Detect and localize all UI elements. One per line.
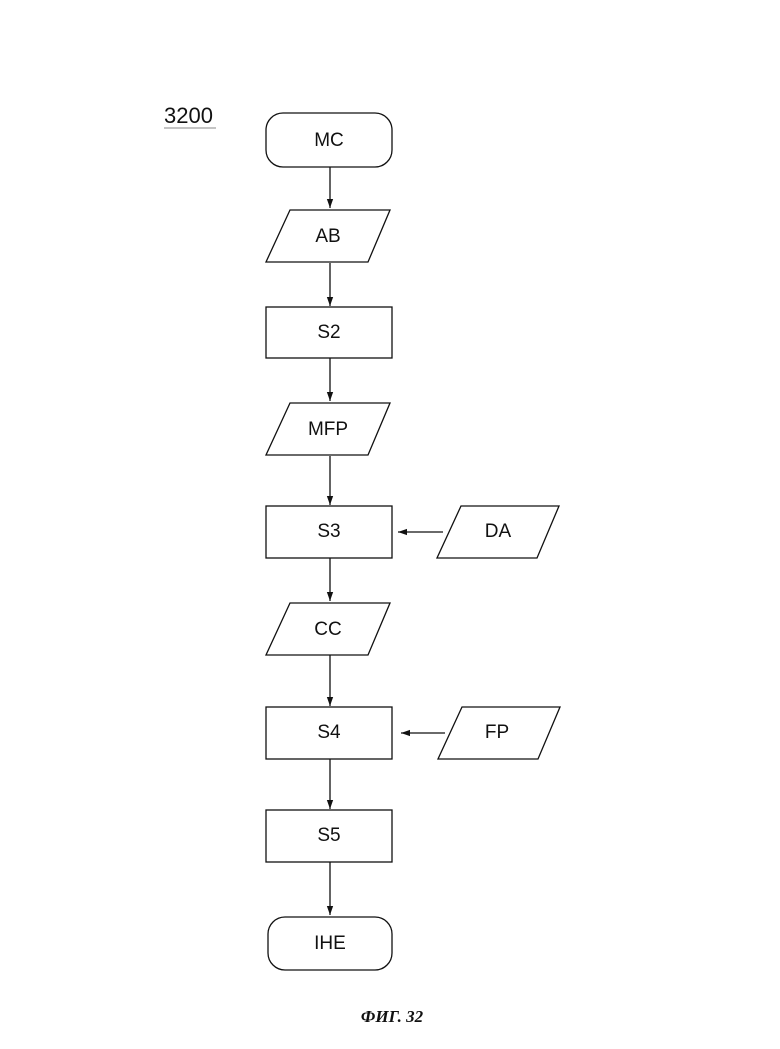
- node-label: S4: [317, 722, 341, 743]
- node-label: DA: [485, 521, 512, 542]
- node-label: FP: [485, 722, 509, 743]
- node-s4: S4: [266, 707, 392, 759]
- figure-caption: ФИГ. 32: [361, 1007, 424, 1026]
- node-ihe: IHE: [268, 917, 392, 970]
- figure-reference-number: 3200: [164, 103, 213, 128]
- node-label: MFP: [308, 419, 348, 440]
- node-s2: S2: [266, 307, 392, 358]
- node-label: S3: [317, 521, 340, 542]
- node-label: MC: [314, 130, 344, 151]
- node-label: CC: [314, 619, 341, 640]
- node-label: AB: [315, 226, 340, 247]
- node-cc: CC: [266, 603, 390, 655]
- node-label: IHE: [314, 933, 346, 954]
- node-da: DA: [437, 506, 559, 558]
- node-ab: AB: [266, 210, 390, 262]
- node-label: S5: [317, 825, 340, 846]
- node-s5: S5: [266, 810, 392, 862]
- node-s3: S3: [266, 506, 392, 558]
- node-mc: MC: [266, 113, 392, 167]
- node-fp: FP: [438, 707, 560, 759]
- node-label: S2: [317, 322, 340, 343]
- node-mfp: MFP: [266, 403, 390, 455]
